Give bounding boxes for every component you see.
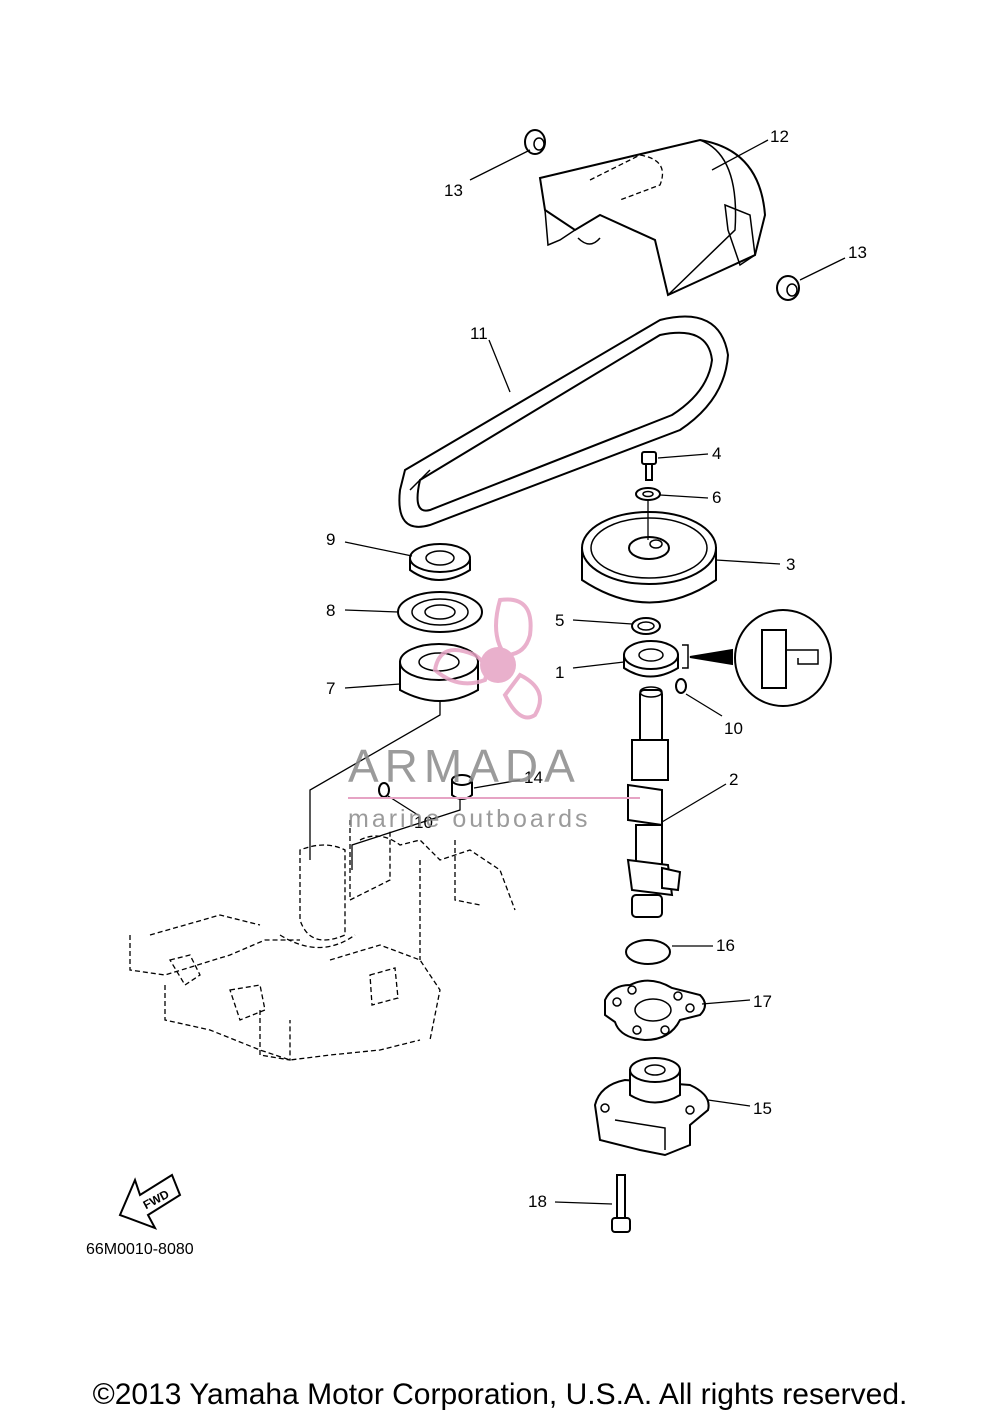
- bearing: [409, 543, 471, 581]
- callout-labels: 12 13 13 11 4 6 3 5 1 10 2 16 17 15 18 9…: [326, 127, 867, 1211]
- oil-pump: [593, 1057, 710, 1157]
- pulley-nut: [451, 774, 473, 800]
- callout-16: 16: [716, 936, 735, 955]
- oil-pump-gasket: [604, 979, 706, 1042]
- woodruff-key-left: [378, 782, 390, 798]
- callout-9: 9: [326, 530, 335, 549]
- fwd-arrow-icon: FWD: [118, 1173, 182, 1230]
- timing-belt-cover: [538, 138, 767, 297]
- callout-2: 2: [729, 770, 738, 789]
- drive-pulley: [399, 643, 479, 702]
- copyright-notice: ©2013 Yamaha Motor Corporation, U.S.A. A…: [92, 1378, 908, 1411]
- callout-14: 14: [524, 768, 543, 787]
- timing-belt: [398, 315, 730, 528]
- detail-inset: [734, 609, 832, 707]
- diagram-code: 66M0010-8080: [86, 1241, 194, 1258]
- callout-18: 18: [528, 1192, 547, 1211]
- pump-bolt: [611, 1174, 631, 1233]
- o-ring-small: [631, 617, 661, 635]
- callout-11: 11: [470, 324, 488, 343]
- o-ring-large: [625, 939, 671, 965]
- callout-10-left: 10: [414, 813, 433, 832]
- camshaft-pulley: [581, 500, 717, 604]
- grommet-top: [524, 129, 546, 155]
- callout-7: 7: [326, 679, 335, 698]
- callout-12: 12: [770, 127, 789, 146]
- leader-lines: [309, 139, 846, 1205]
- callout-15: 15: [753, 1099, 772, 1118]
- callout-3: 3: [786, 555, 795, 574]
- callout-10-right: 10: [724, 719, 743, 738]
- callout-13-right: 13: [848, 243, 867, 262]
- oil-seal: [623, 640, 733, 678]
- callout-6: 6: [712, 488, 721, 507]
- callout-8: 8: [326, 601, 335, 620]
- callout-4: 4: [712, 444, 721, 463]
- parts-diagram: 12 13 13 11 4 6 3 5 1 10 2 16 17 15 18 9…: [118, 127, 867, 1233]
- pulley-bolt: [641, 451, 657, 481]
- callout-17: 17: [753, 992, 772, 1011]
- camshaft: [626, 678, 687, 918]
- retainer-plate: [397, 591, 483, 633]
- washer: [635, 487, 661, 501]
- grommet-right: [776, 275, 800, 301]
- callout-13-top: 13: [444, 181, 463, 200]
- callout-5: 5: [555, 611, 564, 630]
- callout-1: 1: [555, 663, 564, 682]
- engine-block-phantom: [129, 820, 516, 1061]
